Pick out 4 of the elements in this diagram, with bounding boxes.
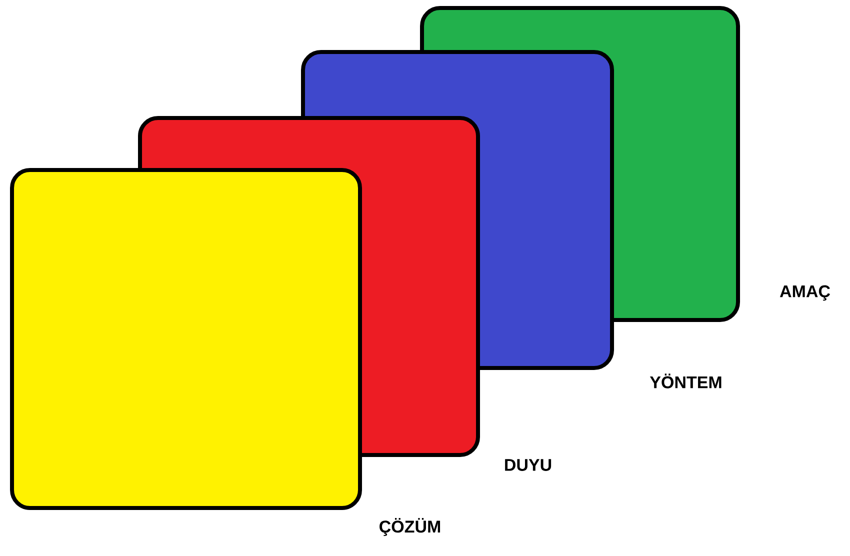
card-label: DUYU xyxy=(505,459,552,471)
card-label: ÇÖZÜM xyxy=(380,518,440,536)
card-label: AMAÇ xyxy=(780,285,830,301)
card-label: YÖNTEM xyxy=(650,374,722,388)
